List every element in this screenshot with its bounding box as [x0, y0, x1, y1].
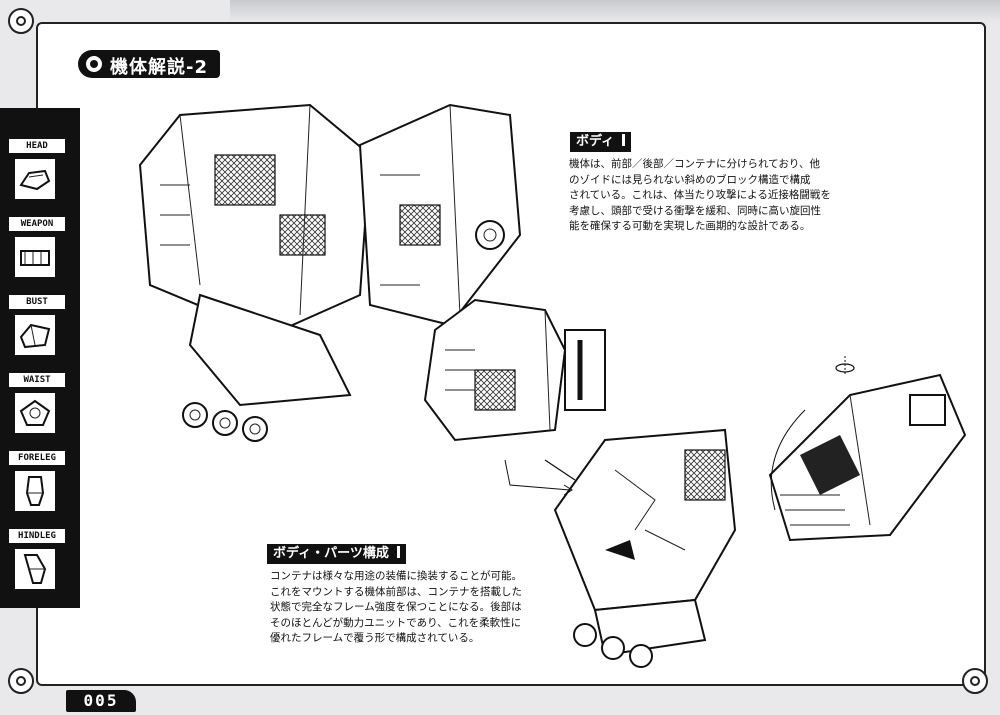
tab-head[interactable]: HEAD: [8, 138, 68, 204]
body-front-illustration: [415, 290, 625, 450]
text-line: 優れたフレームで覆う形で構成されている。: [270, 632, 480, 644]
corner-emblem-icon: [962, 668, 988, 694]
body-assembled-illustration: [120, 85, 540, 445]
container-illustration: [760, 355, 975, 555]
parts-description: コンテナは様々な用途の装備に換装することが可能。 これをマウントする機体前部は、…: [270, 569, 522, 647]
corner-emblem-icon: [8, 668, 34, 694]
tab-label: WAIST: [8, 372, 66, 388]
tab-label: BUST: [8, 294, 66, 310]
corner-emblem-icon: [8, 8, 34, 34]
body-exploded-illustration: [535, 410, 755, 670]
body-description: 機体は、前部／後部／コンテナに分けられており、他 のゾイドには見られない斜めのブ…: [569, 157, 831, 235]
waist-thumbnail-icon: [14, 392, 56, 434]
rotate-arrow-icon: [833, 354, 857, 378]
guide-arrow-icon: [755, 405, 815, 515]
section-heading-text: ボディ・パーツ構成: [273, 546, 389, 561]
page-title-text: 機体解説-2: [110, 57, 208, 78]
hindleg-thumbnail-icon: [14, 548, 56, 590]
text-line: これをマウントする機体前部は、コンテナを搭載した: [270, 585, 522, 598]
foreleg-thumbnail-icon: [14, 470, 56, 512]
page-number: 005: [66, 690, 136, 712]
tab-bust[interactable]: BUST: [8, 294, 68, 360]
guide-arrow-icon: [500, 455, 580, 496]
text-line: そのほとんどが動力ユニットであり、これを柔軟性に: [270, 616, 522, 629]
page-title: 機体解説-2: [78, 50, 220, 78]
text-line: されている。これは、体当たり攻撃による近接格闘戦を: [569, 189, 831, 201]
section-heading-text: ボディ: [576, 134, 615, 149]
tab-waist[interactable]: WAIST: [8, 372, 68, 438]
tab-label: FORELEG: [8, 450, 66, 466]
section-tabs: HEAD WEAPON BUST WAIST FORELEG: [0, 108, 80, 608]
text-line: 状態で完全なフレーム強度を保つことになる。後部は: [270, 601, 522, 613]
head-thumbnail-icon: [14, 158, 56, 200]
tab-weapon[interactable]: WEAPON: [8, 216, 68, 282]
top-decorative-band: [230, 0, 1000, 22]
text-line: 機体は、前部／後部／コンテナに分けられており、他: [569, 158, 820, 170]
section-heading-body: ボディ: [570, 132, 632, 152]
text-line: コンテナは様々な用途の装備に換装することが可能。: [270, 570, 522, 582]
text-line: 能を確保する可動を実現した画期的な設計である。: [569, 220, 811, 232]
bust-thumbnail-icon: [14, 314, 56, 356]
text-line: のゾイドには見られない斜めのブロック構造で構成: [569, 173, 811, 186]
tab-hindleg[interactable]: HINDLEG: [8, 528, 68, 594]
tab-label: HINDLEG: [8, 528, 66, 544]
tab-label: HEAD: [8, 138, 66, 154]
tab-foreleg[interactable]: FORELEG: [8, 450, 68, 516]
weapon-thumbnail-icon: [14, 236, 56, 278]
tab-label: WEAPON: [8, 216, 66, 232]
section-heading-parts: ボディ・パーツ構成: [267, 544, 406, 564]
target-icon: [84, 54, 104, 74]
text-line: 考慮し、頭部で受ける衝撃を緩和、同時に高い旋回性: [569, 204, 821, 217]
